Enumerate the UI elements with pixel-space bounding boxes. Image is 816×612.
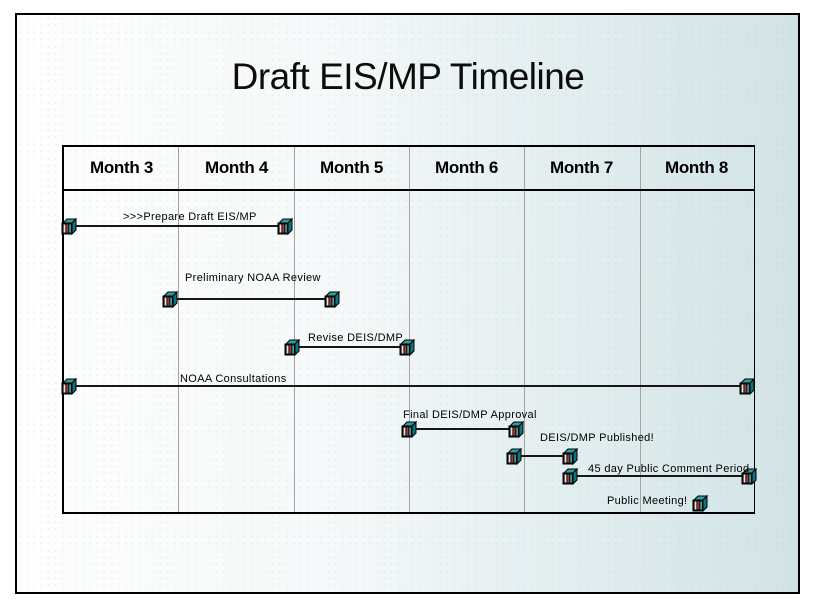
milestone-cube-icon: [739, 377, 756, 395]
grid-column-line: [524, 147, 525, 512]
month-header-3: Month 3: [89, 158, 154, 177]
month-header-6: Month 6: [434, 158, 499, 177]
grid-column-line: [640, 147, 641, 512]
task-duration-line: [569, 475, 750, 477]
slide-background: [15, 13, 800, 594]
task-duration-line: [68, 385, 748, 387]
task-label: Revise DEIS/DMP: [308, 332, 404, 344]
grid-column-line: [178, 147, 179, 512]
task-duration-line: [514, 455, 570, 457]
task-label: Preliminary NOAA Review: [185, 272, 321, 284]
milestone-cube-icon: [562, 467, 578, 485]
task-label: DEIS/DMP Published!: [540, 432, 655, 444]
month-header-row: Month 3 Month 4 Month 5 Month 6 Month 7 …: [64, 147, 754, 191]
month-header-5: Month 5: [319, 158, 384, 177]
task-duration-line: [292, 346, 408, 348]
milestone-cube-icon: [61, 217, 77, 235]
milestone-cube-icon: [162, 290, 179, 308]
task-duration-line: [408, 428, 516, 430]
milestone-cube-icon: [508, 420, 524, 438]
task-duration-line: [170, 298, 333, 300]
grid-column-line: [409, 147, 410, 512]
milestone-cube-icon: [401, 420, 417, 438]
grid-column-line: [294, 147, 295, 512]
task-label: NOAA Consultations: [180, 373, 287, 385]
milestone-cube-icon: [284, 338, 301, 356]
milestone-cube-icon: [741, 467, 758, 485]
milestone-cube-icon: [324, 290, 341, 308]
month-header-4: Month 4: [204, 158, 269, 177]
task-label: Final DEIS/DMP Approval: [403, 409, 537, 421]
timeline-table: Month 3 Month 4 Month 5 Month 6 Month 7 …: [62, 145, 755, 514]
milestone-cube-icon: [506, 447, 523, 465]
month-header-7: Month 7: [549, 158, 614, 177]
month-header-8: Month 8: [664, 158, 729, 177]
task-label: 45 day Public Comment Period: [588, 463, 750, 475]
milestone-cube-icon: [277, 217, 294, 235]
page-title: Draft EIS/MP Timeline: [231, 56, 585, 97]
milestone-cube-icon: [692, 494, 709, 512]
milestone-cube-icon: [562, 447, 578, 465]
task-label: Public Meeting!: [607, 495, 688, 507]
milestone-cube-icon: [61, 377, 77, 395]
task-duration-line: [68, 225, 286, 227]
milestone-cube-icon: [399, 338, 416, 356]
task-label: >>>Prepare Draft EIS/MP: [123, 211, 257, 223]
